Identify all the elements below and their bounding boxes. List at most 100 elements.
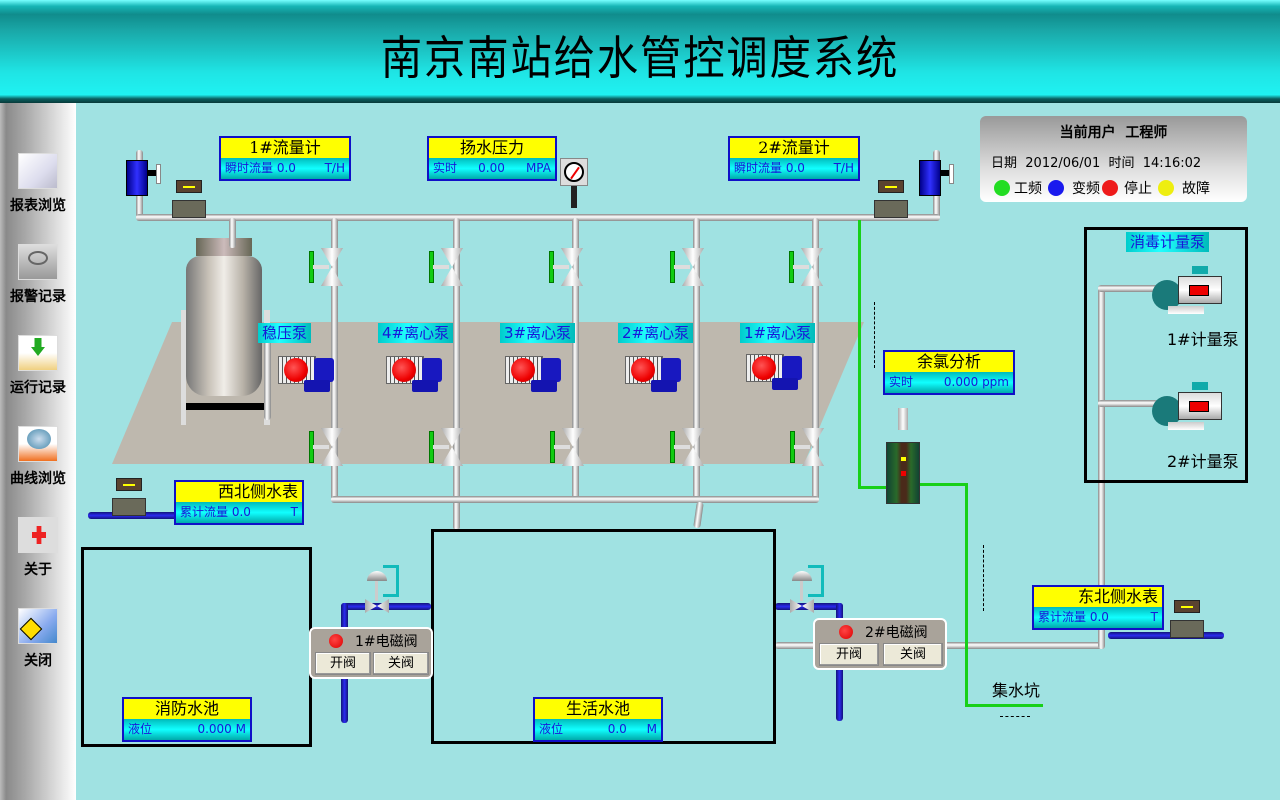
- gauge-stem: [571, 186, 577, 208]
- pipe: [1098, 285, 1158, 292]
- solenoid-valve-2-icon: [790, 565, 830, 615]
- flow-arrow: [1000, 716, 1030, 717]
- pump-status-icon: [392, 358, 416, 382]
- alarm-icon: [18, 244, 58, 280]
- pipe: [1098, 400, 1158, 407]
- panel-unit: ppm: [982, 375, 1009, 389]
- page-title: 南京南站给水管控调度系统: [380, 31, 900, 85]
- dosing-pump-2[interactable]: [1152, 382, 1232, 442]
- pipe: [693, 501, 704, 529]
- panel-title: 余氯分析: [885, 352, 1013, 372]
- pump-label: 稳压泵: [258, 323, 312, 343]
- pipe: [264, 340, 271, 420]
- header-bar: 南京南站给水管控调度系统: [0, 0, 1280, 103]
- time-label: 时间: [1108, 156, 1135, 171]
- pump-3[interactable]: [505, 352, 569, 398]
- pipe: [693, 218, 700, 502]
- solenoid-2-open-button[interactable]: 开阀: [819, 643, 879, 666]
- panel-label: 液位: [128, 722, 153, 736]
- flowmeter-1: [172, 180, 206, 220]
- gate-valve[interactable]: [550, 428, 584, 466]
- pump-status-icon: [752, 356, 776, 380]
- panel-label: 累计流量: [1038, 610, 1087, 624]
- sidebar-item-run-log[interactable]: 运行记录: [0, 335, 76, 397]
- inlet-gate-valve[interactable]: [126, 156, 161, 202]
- solenoid-2-panel: 2#电磁阀 开阀 关阀: [813, 618, 947, 670]
- inlet-gate-valve[interactable]: [919, 156, 954, 202]
- solenoid-2-close-button[interactable]: 关阀: [883, 643, 943, 666]
- legend-label: 停止: [1124, 181, 1152, 197]
- pressure-gauge-icon: [560, 158, 588, 186]
- flow1-value: 0.0: [276, 161, 296, 175]
- sample-line: [858, 486, 888, 489]
- flowmeter-northwest: [112, 478, 146, 518]
- chlorine-value: 0.000: [943, 375, 979, 389]
- northwest-value: 0.0: [231, 505, 251, 519]
- pipe: [136, 214, 336, 221]
- solenoid-1-close-button[interactable]: 关阀: [373, 652, 429, 675]
- pump-4[interactable]: [386, 352, 450, 398]
- sidebar-item-report[interactable]: 报表浏览: [0, 153, 76, 215]
- panel-title: 2#流量计: [730, 138, 858, 158]
- panel-title: 西北侧水表: [176, 482, 302, 502]
- panel-label: 实时: [889, 375, 914, 389]
- gate-valve[interactable]: [549, 248, 583, 286]
- supply-pipe: [1108, 632, 1224, 639]
- pipe: [812, 218, 819, 502]
- pressure-value: 0.00: [478, 161, 505, 175]
- user-info-panel: 当前用户 工程师 日期 2012/06/01 时间 14:16:02 工频 变频…: [980, 116, 1247, 202]
- gate-valve[interactable]: [429, 428, 463, 466]
- pipe: [331, 496, 819, 503]
- gate-valve[interactable]: [309, 248, 343, 286]
- sample-line: [965, 704, 1043, 707]
- panel-title: 扬水压力: [429, 138, 555, 158]
- sidebar-item-label: 关于: [24, 562, 52, 578]
- flow-arrow: [874, 302, 875, 368]
- flow2-value: 0.0: [785, 161, 805, 175]
- solenoid-1-open-button[interactable]: 开阀: [315, 652, 371, 675]
- gate-valve[interactable]: [309, 428, 343, 466]
- sample-line: [918, 483, 966, 486]
- close-icon: [18, 608, 58, 644]
- sidebar-item-alarm[interactable]: 报警记录: [0, 244, 76, 306]
- pump-stabilizer[interactable]: [278, 352, 342, 398]
- panel-title: 1#流量计: [221, 138, 349, 158]
- legend-power-frequency-icon: [994, 180, 1010, 196]
- dosing-pump-1-label: 1#计量泵: [1167, 330, 1239, 349]
- pump-label: 4#离心泵: [378, 323, 454, 343]
- time-value: 14:16:02: [1142, 156, 1202, 171]
- report-icon: [18, 153, 58, 189]
- panel-label: 瞬时流量: [734, 161, 783, 175]
- pressure-panel: 扬水压力 实时 0.00 MPA: [427, 136, 557, 181]
- pump-1[interactable]: [746, 350, 810, 396]
- dosing-area: [1084, 227, 1248, 483]
- sidebar-item-about[interactable]: 关于: [0, 517, 76, 579]
- gate-valve[interactable]: [670, 248, 704, 286]
- gate-valve[interactable]: [789, 248, 823, 286]
- sidebar-item-label: 曲线浏览: [10, 471, 66, 487]
- panel-unit: T: [290, 505, 298, 519]
- dosing-pump-1[interactable]: [1152, 266, 1232, 326]
- solenoid-1-panel: 1#电磁阀 开阀 关阀: [309, 627, 433, 679]
- sidebar-item-label: 运行记录: [10, 380, 66, 396]
- panel-unit: MPA: [525, 161, 551, 175]
- tank-top-flange: [196, 238, 252, 256]
- panel-unit: T/H: [833, 161, 854, 175]
- about-icon: [18, 517, 58, 553]
- sidebar-item-close[interactable]: 关闭: [0, 608, 76, 670]
- pipe: [331, 218, 338, 502]
- sidebar-item-curve[interactable]: 曲线浏览: [0, 426, 76, 488]
- gate-valve[interactable]: [670, 428, 704, 466]
- pump-label: 1#离心泵: [740, 323, 816, 343]
- panel-label: 累计流量: [180, 505, 229, 519]
- pump-2[interactable]: [625, 352, 689, 398]
- flowmeter-northeast: [1170, 600, 1204, 640]
- gate-valve[interactable]: [790, 428, 824, 466]
- sample-line: [858, 220, 861, 488]
- gate-valve[interactable]: [429, 248, 463, 286]
- sidebar-item-label: 报警记录: [10, 289, 66, 305]
- panel-unit: T/H: [324, 161, 345, 175]
- panel-label: 实时: [433, 161, 458, 175]
- sample-line: [965, 483, 968, 705]
